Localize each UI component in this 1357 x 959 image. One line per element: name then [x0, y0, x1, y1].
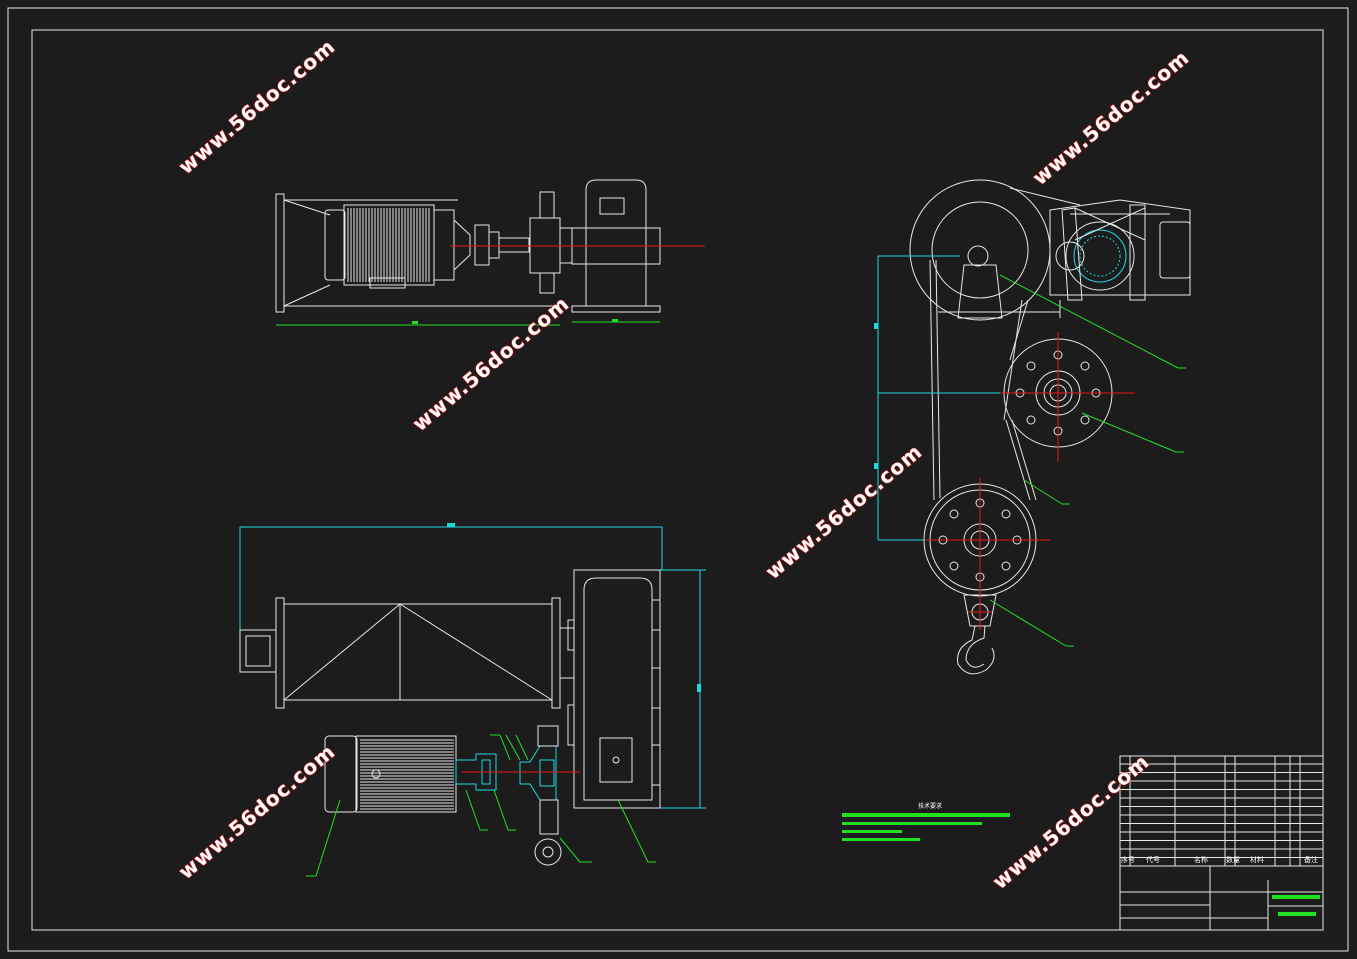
title-block: 序号 代号 名称 数量 材料 备注 — [1119, 755, 1324, 931]
parts-header-name: 名称 — [1194, 855, 1208, 864]
gearbox-plan — [567, 569, 661, 809]
watermark-5: www.56doc.com — [174, 739, 340, 884]
parts-header-seq: 序号 — [1121, 855, 1135, 864]
parts-header-code: 代号 — [1146, 855, 1160, 864]
front-view — [275, 179, 705, 326]
watermark-1: www.56doc.com — [174, 34, 340, 179]
brake-drum — [1073, 229, 1127, 283]
brake-plan — [534, 725, 562, 866]
motor-front — [324, 204, 471, 289]
outer-frame — [7, 7, 1349, 952]
watermark-4: www.56doc.com — [761, 439, 927, 584]
tech-req-title: 技术要求 — [918, 802, 942, 810]
motor-plan — [324, 735, 457, 813]
technical-requirements: 技术要求 — [842, 802, 1010, 841]
coupling-front — [474, 224, 530, 266]
coupling-plan — [455, 745, 557, 801]
plan-view — [239, 523, 706, 877]
watermark-2: www.56doc.com — [1028, 45, 1194, 190]
watermark-6: www.56doc.com — [988, 749, 1154, 894]
inner-frame — [31, 29, 1324, 931]
drum — [239, 597, 575, 709]
brake-front — [529, 191, 573, 294]
base-frame — [275, 193, 285, 313]
watermarks: www.56doc.com www.56doc.com www.56doc.co… — [173, 34, 1194, 895]
parts-header-remark: 备注 — [1304, 855, 1318, 864]
watermark-3: www.56doc.com — [408, 291, 574, 436]
side-view — [874, 179, 1191, 675]
parts-header-qty: 数量 — [1226, 855, 1240, 864]
parts-header-material: 材料 — [1250, 855, 1264, 864]
